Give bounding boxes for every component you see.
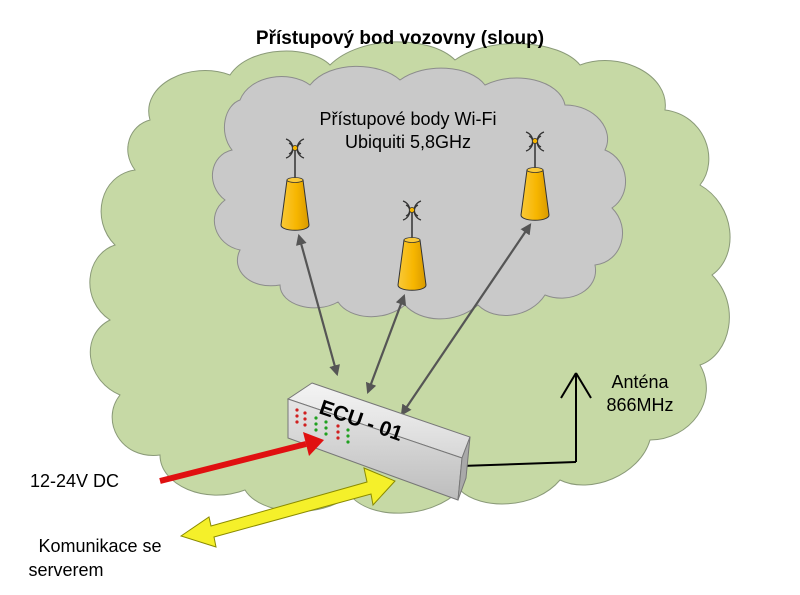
power-label: 12-24V DC (30, 471, 119, 491)
link-arrow-ap2 (365, 293, 407, 395)
power-arrow (159, 432, 324, 484)
access-point-1 (280, 138, 310, 231)
antenna-label-line2: 866MHz (606, 395, 673, 415)
antenna-label-line1: Anténa (611, 372, 669, 392)
antenna-866-icon (460, 372, 592, 467)
diagram-title: Přístupový bod vozovny (sloup) (256, 28, 544, 49)
ecu-unit: ECU - 01 (286, 382, 471, 501)
access-point-3 (520, 131, 550, 221)
communication-label-line2: serverem (28, 560, 103, 580)
link-arrow-ap1 (296, 233, 340, 377)
status-leds (295, 408, 350, 444)
communication-arrow (179, 467, 396, 548)
wifi-group-label-line2: Ubiquiti 5,8GHz (345, 132, 471, 152)
wifi-group-label-line1: Přístupové body Wi-Fi (319, 109, 496, 129)
link-arrow-ap3 (400, 223, 532, 416)
communication-label-line1: Komunikace se (38, 536, 161, 556)
